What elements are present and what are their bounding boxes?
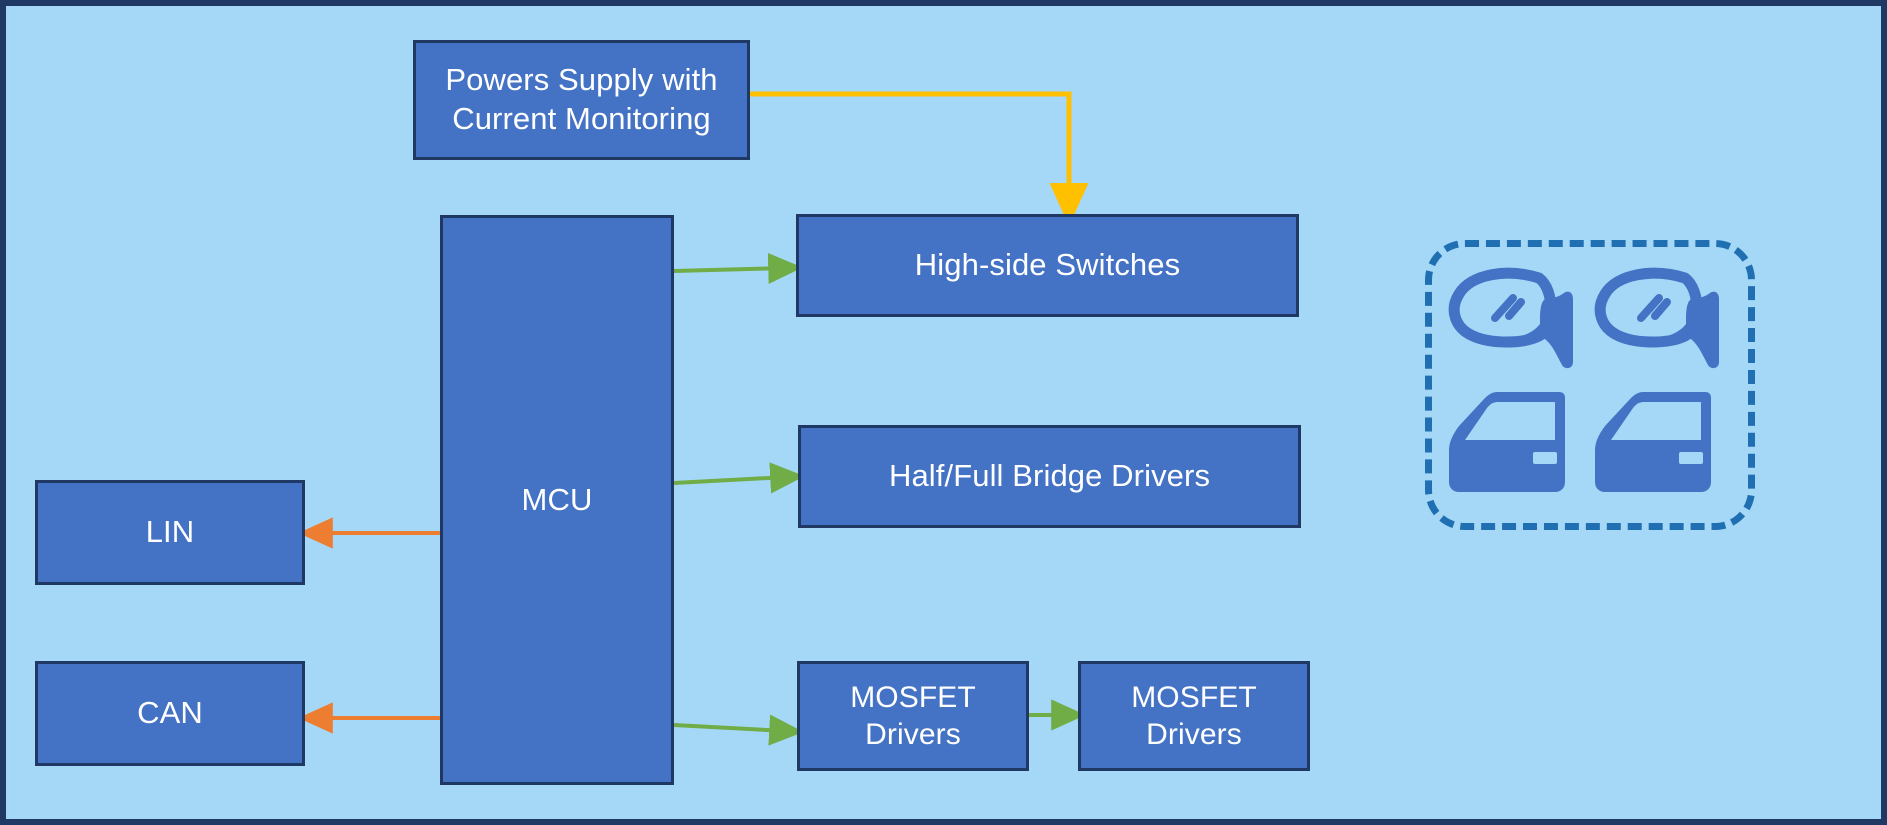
node-high-side-switches-label: High-side Switches [914, 247, 1181, 283]
node-can-label: CAN [137, 695, 203, 731]
side-mirror-icon [1594, 267, 1719, 369]
node-lin-label: LIN [145, 514, 195, 550]
car-door-icon [1595, 392, 1711, 492]
vehicle-actuator-icon-group [1425, 240, 1755, 530]
node-can[interactable]: CAN [35, 661, 305, 766]
node-power-supply-label: Powers Supply with Current Monitoring [445, 62, 718, 136]
node-power-supply[interactable]: Powers Supply with Current Monitoring [413, 40, 750, 160]
connector-power-to-highside [750, 91, 1089, 227]
side-mirror-icon [1448, 267, 1573, 369]
node-half-full-bridge-drivers[interactable]: Half/Full Bridge Drivers [798, 425, 1301, 528]
connector-mcu-to-highside [673, 252, 803, 285]
connector-mcu-to-bridge [673, 462, 805, 494]
connector-mcu-to-mosfet1 [673, 714, 804, 746]
node-mosfet-drivers-2[interactable]: MOSFET Drivers [1078, 661, 1310, 771]
node-mosfet-drivers-2-label: MOSFET Drivers [1131, 680, 1257, 752]
node-mosfet-drivers-1[interactable]: MOSFET Drivers [797, 661, 1029, 771]
car-door-icon [1449, 392, 1565, 492]
node-half-full-bridge-drivers-label: Half/Full Bridge Drivers [888, 458, 1211, 494]
node-lin[interactable]: LIN [35, 480, 305, 585]
node-mcu-label: MCU [521, 481, 593, 517]
node-mosfet-drivers-1-label: MOSFET Drivers [850, 680, 976, 752]
dashed-group-frame [1425, 240, 1755, 530]
node-mcu[interactable]: MCU [440, 215, 674, 785]
node-high-side-switches[interactable]: High-side Switches [796, 214, 1299, 317]
